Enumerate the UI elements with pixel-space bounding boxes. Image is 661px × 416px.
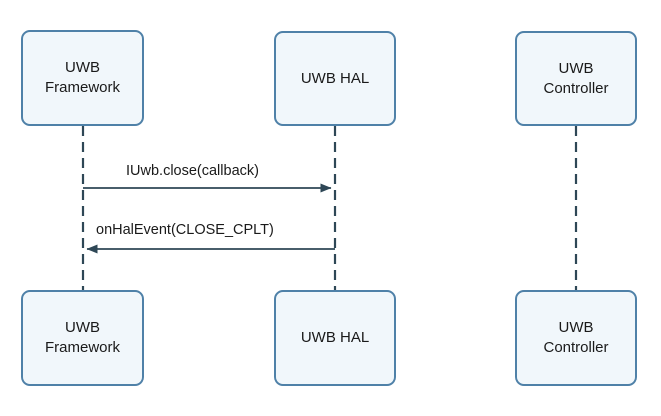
lifelines-group [81, 126, 578, 290]
participant-head-uwb-framework[interactable]: UWB Framework [21, 30, 144, 126]
participant-head-uwb-hal[interactable]: UWB HAL [274, 31, 396, 126]
participant-foot-uwb-framework[interactable]: UWB Framework [21, 290, 144, 386]
participant-foot-uwb-controller[interactable]: UWB Controller [515, 290, 637, 386]
participant-foot-uwb-hal[interactable]: UWB HAL [274, 290, 396, 386]
participant-head-uwb-controller[interactable]: UWB Controller [515, 31, 637, 126]
message-label-onhalevent-close-cplt: onHalEvent(CLOSE_CPLT) [96, 222, 274, 238]
message-label-iuwb-close: IUwb.close(callback) [126, 163, 259, 179]
messages-group [83, 183, 335, 254]
